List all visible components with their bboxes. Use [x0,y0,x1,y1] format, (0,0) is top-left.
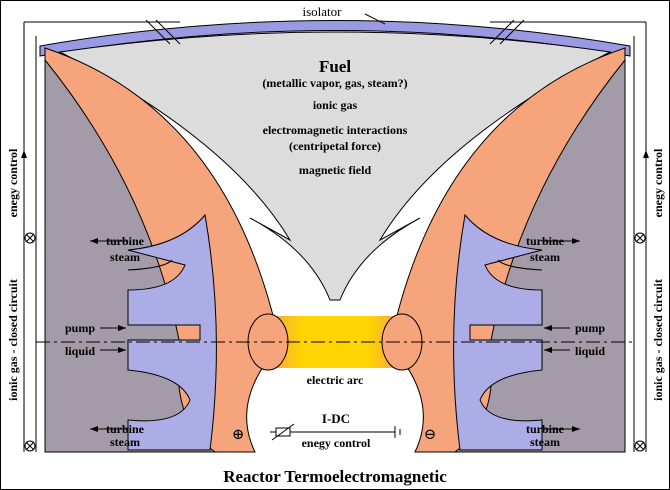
minus-terminal: ⊖ [424,427,437,443]
plus-terminal: ⊕ [232,427,245,443]
steam-label-right-top: steam [530,250,560,264]
pump-label-left: pump [65,321,95,335]
fuel-types-label: (metallic vapor, gas, steam?) [262,76,407,90]
turbine-label-left-top: turbine [106,234,145,248]
turbine-label-left-bottom: turbine [106,422,145,436]
fuel-chamber [58,31,612,301]
isolator-label: isolator [303,4,343,19]
liquid-label-left: liquid [65,344,95,358]
steam-label-left-bottom: steam [110,435,140,449]
em-interactions-label: electromagnetic interactions [263,123,408,137]
energy-control-right-label: enegy control [651,148,665,217]
turbine-label-right-top: turbine [526,234,565,248]
steam-label-left-top: steam [110,250,140,264]
energy-control-left-label: enegy control [6,148,20,217]
diagram-title: Reactor Termoelectromagnetic [223,467,447,486]
centripetal-label: (centripetal force) [289,139,381,153]
isolator-band [39,20,631,57]
energy-control-bottom-label: enegy control [302,436,371,450]
idc-label: I-DC [322,411,350,426]
closed-circuit-right-label: ionic gas - closed circuit [651,279,665,401]
closed-circuit-left-label: ionic gas - closed circuit [6,279,20,401]
pump-label-right: pump [575,321,605,335]
ionic-gas-label: ionic gas [313,98,358,112]
electric-arc-label: electric arc [307,373,364,387]
turbine-label-right-bottom: turbine [526,422,565,436]
steam-label-right-bottom: steam [530,435,560,449]
fuel-label: Fuel [319,57,351,76]
magnetic-field-label: magnetic field [299,163,372,177]
liquid-label-right: liquid [575,344,605,358]
